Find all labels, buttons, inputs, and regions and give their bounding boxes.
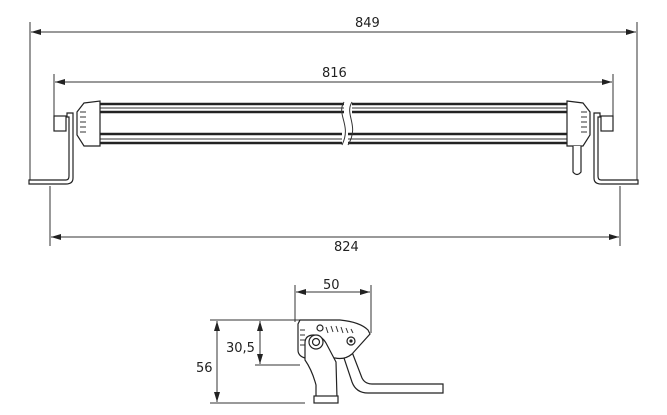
dimension-body-length: 816 [53, 66, 614, 117]
dimension-label-816: 816 [322, 66, 347, 81]
right-connector [600, 115, 614, 132]
cable [572, 146, 582, 176]
light-bar-front-view [28, 100, 639, 185]
dimension-overall-width: 849 [29, 16, 638, 183]
right-mount-bracket [593, 112, 639, 185]
dimension-label-849: 849 [355, 16, 380, 31]
left-connector [53, 115, 67, 132]
break-line [341, 101, 346, 146]
dimension-label-824: 824 [334, 240, 359, 255]
side-mount-bracket [304, 334, 338, 399]
right-end-cap [566, 100, 591, 147]
left-end-cap [76, 100, 101, 147]
dimension-mount-spacing: 824 [49, 186, 621, 255]
dimension-label-30-5: 30,5 [226, 341, 255, 356]
dimension-label-50: 50 [323, 278, 340, 293]
left-mount-bracket [28, 112, 74, 185]
dimension-label-56: 56 [196, 361, 213, 376]
side-mount-arm [341, 351, 444, 394]
light-bar-side-view: 50 56 30,5 [196, 278, 444, 404]
